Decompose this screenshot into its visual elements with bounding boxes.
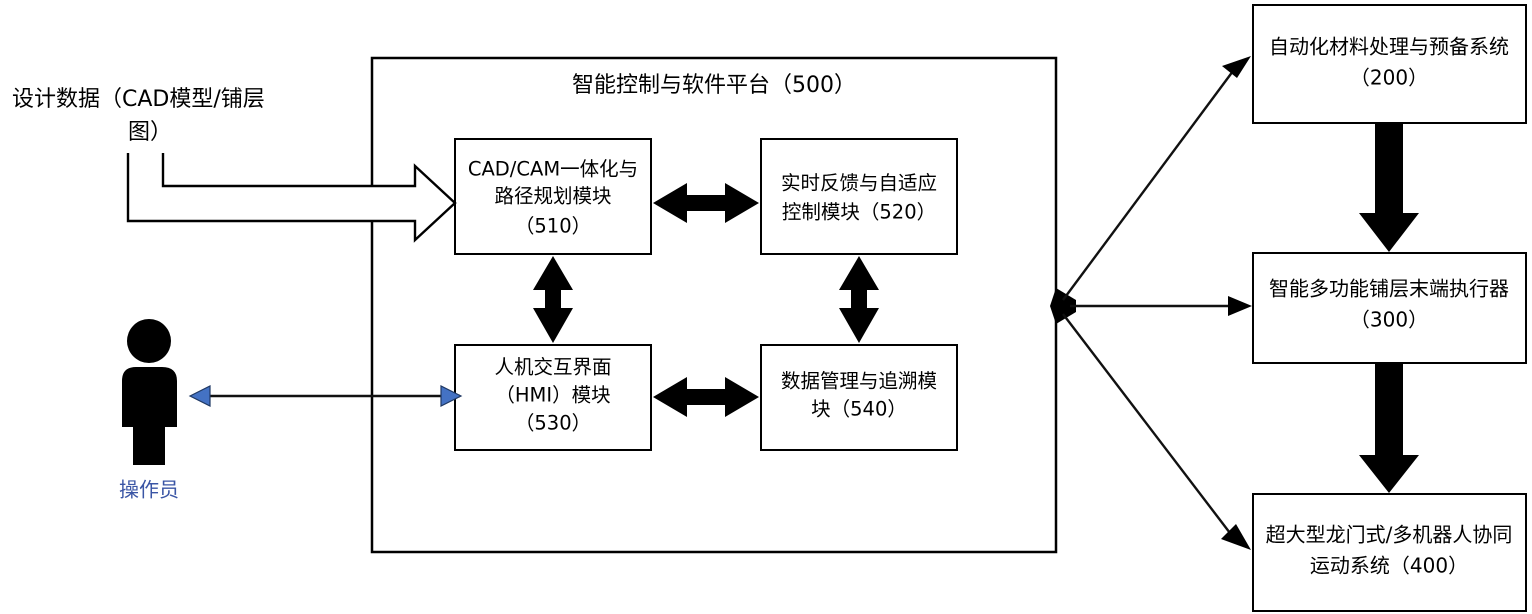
arrow-530-540: [653, 377, 759, 417]
system-400-line1: 超大型龙门式/多机器人协同: [1266, 523, 1513, 547]
distribution-hub-node: [1050, 288, 1076, 324]
line-hub-to-200: [1062, 66, 1237, 301]
line-hub-to-400: [1062, 313, 1234, 538]
platform-container-500: [370, 56, 1058, 554]
module-510-line1: CAD/CAM一体化与: [468, 158, 638, 181]
system-400-line2: 运动系统（400）: [1310, 554, 1468, 578]
arrow-300-to-400: [1359, 363, 1419, 493]
system-300-line1: 智能多功能铺层末端执行器: [1269, 277, 1509, 301]
module-530-line1: 人机交互界面: [494, 356, 611, 379]
system-box-300[interactable]: [1252, 252, 1527, 364]
module-box-520[interactable]: [760, 138, 958, 255]
system-200-line2: （200）: [1350, 66, 1428, 90]
module-520-line2: 控制模块（520）: [782, 201, 936, 224]
arrow-200-to-300: [1359, 123, 1419, 252]
arrowhead-to-300-icon: [1228, 296, 1252, 316]
system-200-line1: 自动化材料处理与预备系统: [1269, 35, 1509, 59]
module-box-530[interactable]: [454, 344, 652, 451]
module-box-540[interactable]: [760, 344, 958, 451]
module-540-line2: 块（540）: [811, 398, 907, 421]
operator-person-icon: [122, 319, 177, 465]
arrowhead-to-operator-icon: [188, 385, 211, 407]
module-530-line3: （530）: [515, 412, 591, 435]
module-510-line3: （510）: [515, 215, 591, 238]
operator-label: 操作员: [119, 478, 179, 502]
design-data-label-line2: 图）: [128, 120, 172, 145]
system-box-200[interactable]: [1252, 4, 1527, 124]
system-300-line2: （300）: [1350, 308, 1428, 332]
design-data-block-arrow: [126, 153, 457, 243]
arrow-520-540: [839, 256, 879, 343]
module-510-line2: 路径规划模块: [494, 185, 611, 208]
module-540-line1: 数据管理与追溯模: [781, 370, 937, 393]
arrowhead-to-hmi-icon: [440, 385, 463, 407]
module-530-line2: （HMI）模块: [495, 384, 610, 407]
module-520-line1: 实时反馈与自适应: [781, 172, 937, 195]
design-data-label-line1: 设计数据（CAD模型/铺层: [12, 87, 265, 112]
module-box-510[interactable]: [454, 138, 652, 255]
arrow-510-520: [653, 183, 759, 223]
system-box-400[interactable]: [1252, 493, 1527, 612]
arrowhead-to-200-icon: [1222, 56, 1251, 78]
arrowhead-to-400-icon: [1221, 524, 1251, 550]
platform-title: 智能控制与软件平台（500）: [572, 73, 856, 98]
arrow-510-530: [533, 256, 573, 343]
